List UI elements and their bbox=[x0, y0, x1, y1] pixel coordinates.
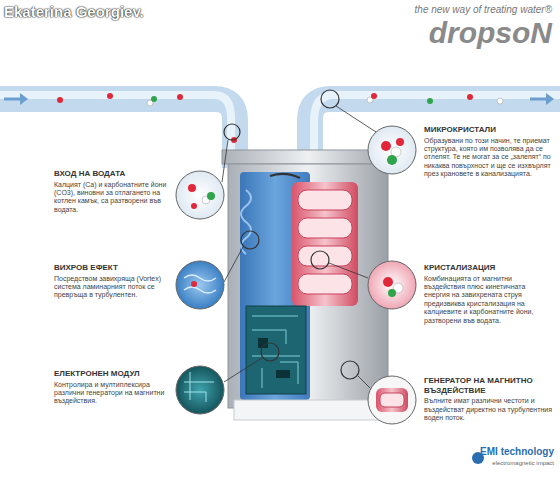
callout-heading: ГЕНЕРАТОР НА МАГНИТНО ВЪЗДЕЙСТВИЕ bbox=[424, 376, 552, 395]
brand-logo: dropsoN bbox=[380, 16, 552, 51]
callout-block: ВХОД НА ВОДАТА Калцият (Ca) и карбонатнит… bbox=[52, 168, 172, 220]
callout-heading: ВХОД НА ВОДАТА bbox=[54, 169, 170, 179]
callout-block: ГЕНЕРАТОР НА МАГНИТНО ВЪЗДЕЙСТВИЕ Вълните… bbox=[422, 375, 554, 428]
callout-heading: ЕЛЕКТРОНЕН МОДУЛ bbox=[54, 369, 170, 379]
callout-block: ЕЛЕКТРОНЕН МОДУЛ Контролира и мултиплекси… bbox=[52, 368, 172, 411]
callout-heading: ВИХРОВ ЕФЕКТ bbox=[54, 263, 170, 273]
watermark: Ekaterina Georgiev. bbox=[4, 3, 204, 20]
callout-body: Контролира и мултиплексира различни гене… bbox=[54, 381, 170, 406]
tagline: the new way of treating water® bbox=[380, 4, 552, 16]
callout-block: КРИСТАЛИЗАЦИЯ Комбинацията от магнитни въ… bbox=[422, 262, 554, 330]
callout-body: Вълните имат различни честоти и въздейст… bbox=[424, 397, 552, 422]
callout-body: Комбинацията от магнитни въздействия плю… bbox=[424, 275, 552, 325]
callout-body: Калцият (Ca) и карбонатните йони (CO3), … bbox=[54, 181, 170, 215]
callout-block: МИКРОКРИСТАЛИ Образувани по този начин, т… bbox=[422, 124, 554, 184]
callout-heading: КРИСТАЛИЗАЦИЯ bbox=[424, 263, 552, 273]
emi-subtitle: electromagnetic impact bbox=[460, 460, 554, 467]
callout-heading: МИКРОКРИСТАЛИ bbox=[424, 125, 552, 135]
callout-body: Посредством завихряща (Vortex) система л… bbox=[54, 275, 170, 300]
callout-block: ВИХРОВ ЕФЕКТ Посредством завихряща (Vorte… bbox=[52, 262, 172, 305]
emi-logo: EMI technology bbox=[470, 446, 554, 458]
callout-body: Образувани по този начин, те приемат стр… bbox=[424, 137, 552, 179]
